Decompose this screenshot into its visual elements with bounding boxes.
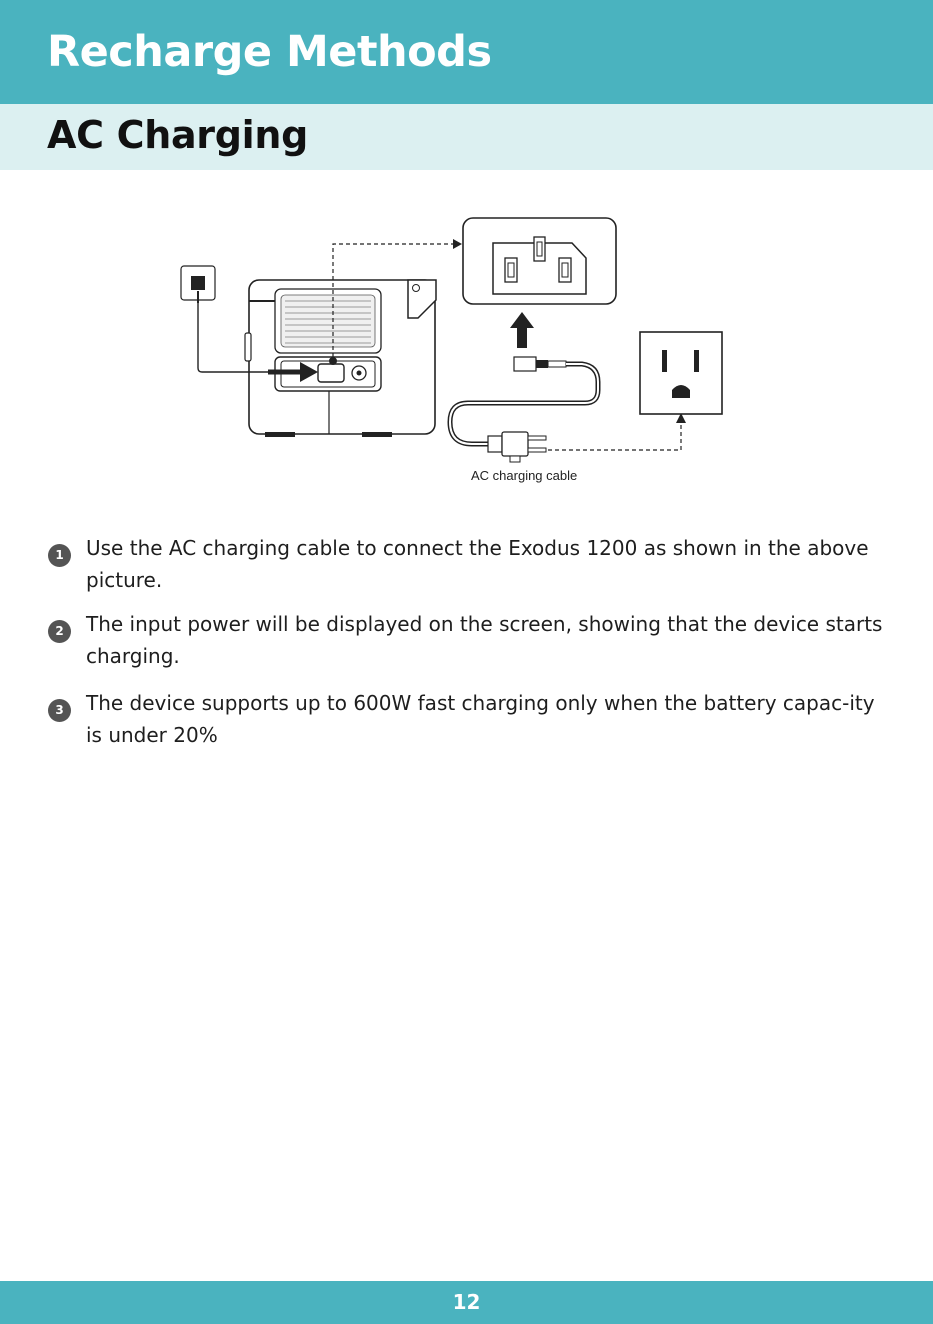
- power-station-icon: [244, 279, 437, 437]
- step-number-badge: 3: [48, 699, 71, 722]
- iec-inlet-detail-icon: [462, 217, 617, 305]
- section-title: AC Charging: [47, 113, 309, 157]
- section-header-bar: [0, 104, 933, 170]
- step-number-badge: 2: [48, 620, 71, 643]
- step-text: Use the AC charging cable to connect the…: [86, 536, 869, 592]
- ac-charging-cable-icon: [447, 356, 601, 463]
- ac-charging-illustration: [150, 200, 780, 500]
- page-title: Recharge Methods: [47, 27, 492, 77]
- step-text: The input power will be displayed on the…: [86, 612, 883, 668]
- up-arrow-icon: [510, 312, 534, 348]
- page-number: 12: [452, 1290, 481, 1314]
- header-bar: [0, 0, 933, 104]
- wall-outlet-icon: [639, 331, 723, 415]
- footer-bar: [0, 1281, 933, 1324]
- figure-caption: AC charging cable: [471, 468, 578, 483]
- step-number-badge: 1: [48, 544, 71, 567]
- step-text: The device supports up to 600W fast char…: [86, 691, 875, 747]
- display-socket-icon: [180, 265, 216, 303]
